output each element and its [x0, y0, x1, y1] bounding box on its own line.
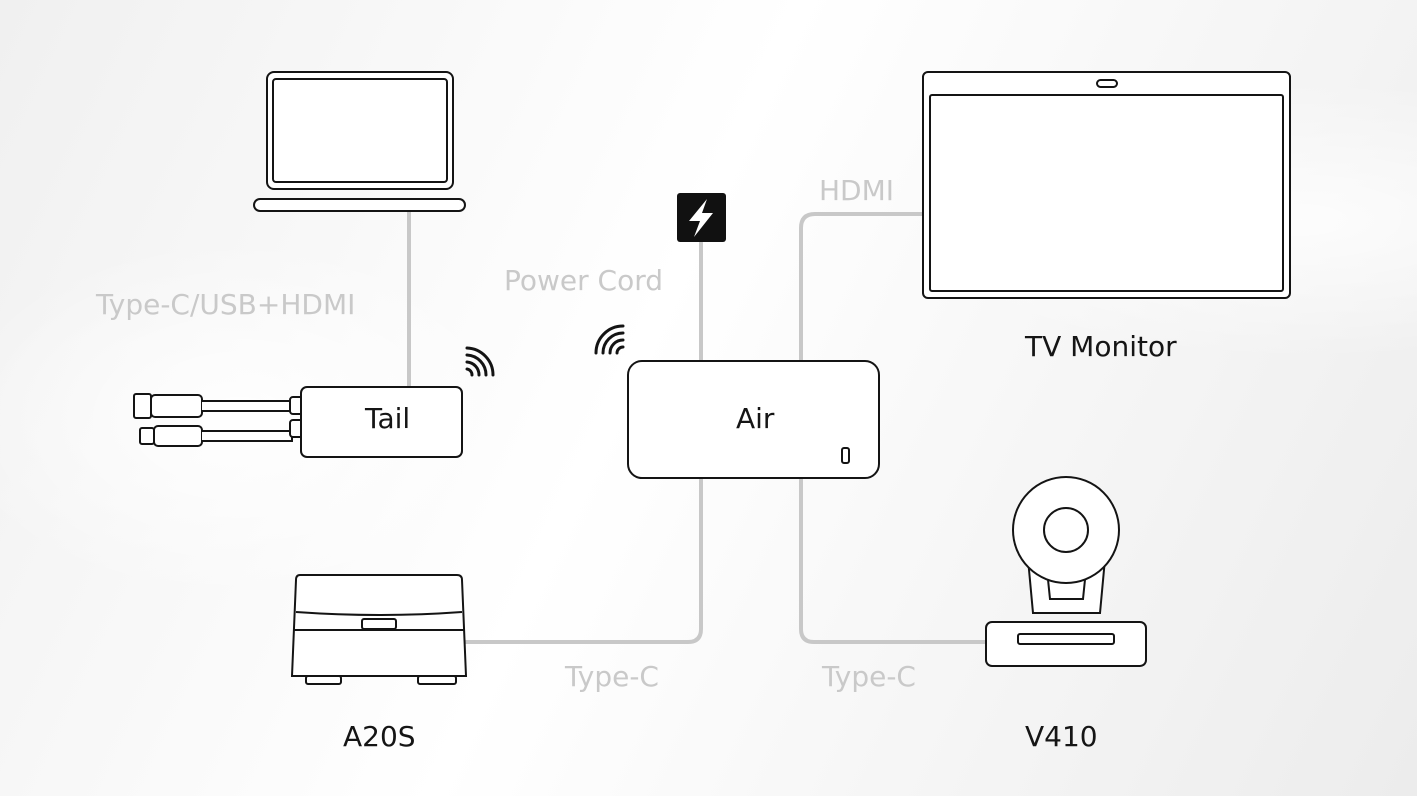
tail-label: Tail [365, 402, 411, 435]
tail-dongle-icon [133, 386, 463, 458]
cable-label-laptop-tail: Type-C/USB+HDMI [96, 288, 356, 321]
cable-label-hdmi: HDMI [819, 174, 895, 207]
cable-label-v410-air: Type-C [822, 660, 916, 693]
a20s-label: A20S [343, 720, 416, 753]
laptop-icon [253, 71, 466, 212]
wifi-signal-icon [465, 346, 495, 377]
v410-camera-icon [985, 476, 1147, 667]
cable-hdmi-air-tv [799, 212, 924, 363]
air-label: Air [736, 402, 775, 435]
v410-label: V410 [1025, 720, 1098, 753]
cable-label-a20s-air: Type-C [565, 660, 659, 693]
power-bolt-icon [677, 193, 726, 242]
cable-typec-a20s-air [464, 476, 703, 644]
cable-label-power: Power Cord [504, 264, 664, 297]
cable-typec-v410-air [799, 476, 989, 644]
tv-monitor-icon [922, 71, 1291, 299]
a20s-device-icon [290, 574, 468, 685]
wifi-signal-icon [594, 324, 625, 355]
air-hub-icon [627, 360, 880, 479]
tv-monitor-label: TV Monitor [1025, 330, 1177, 363]
